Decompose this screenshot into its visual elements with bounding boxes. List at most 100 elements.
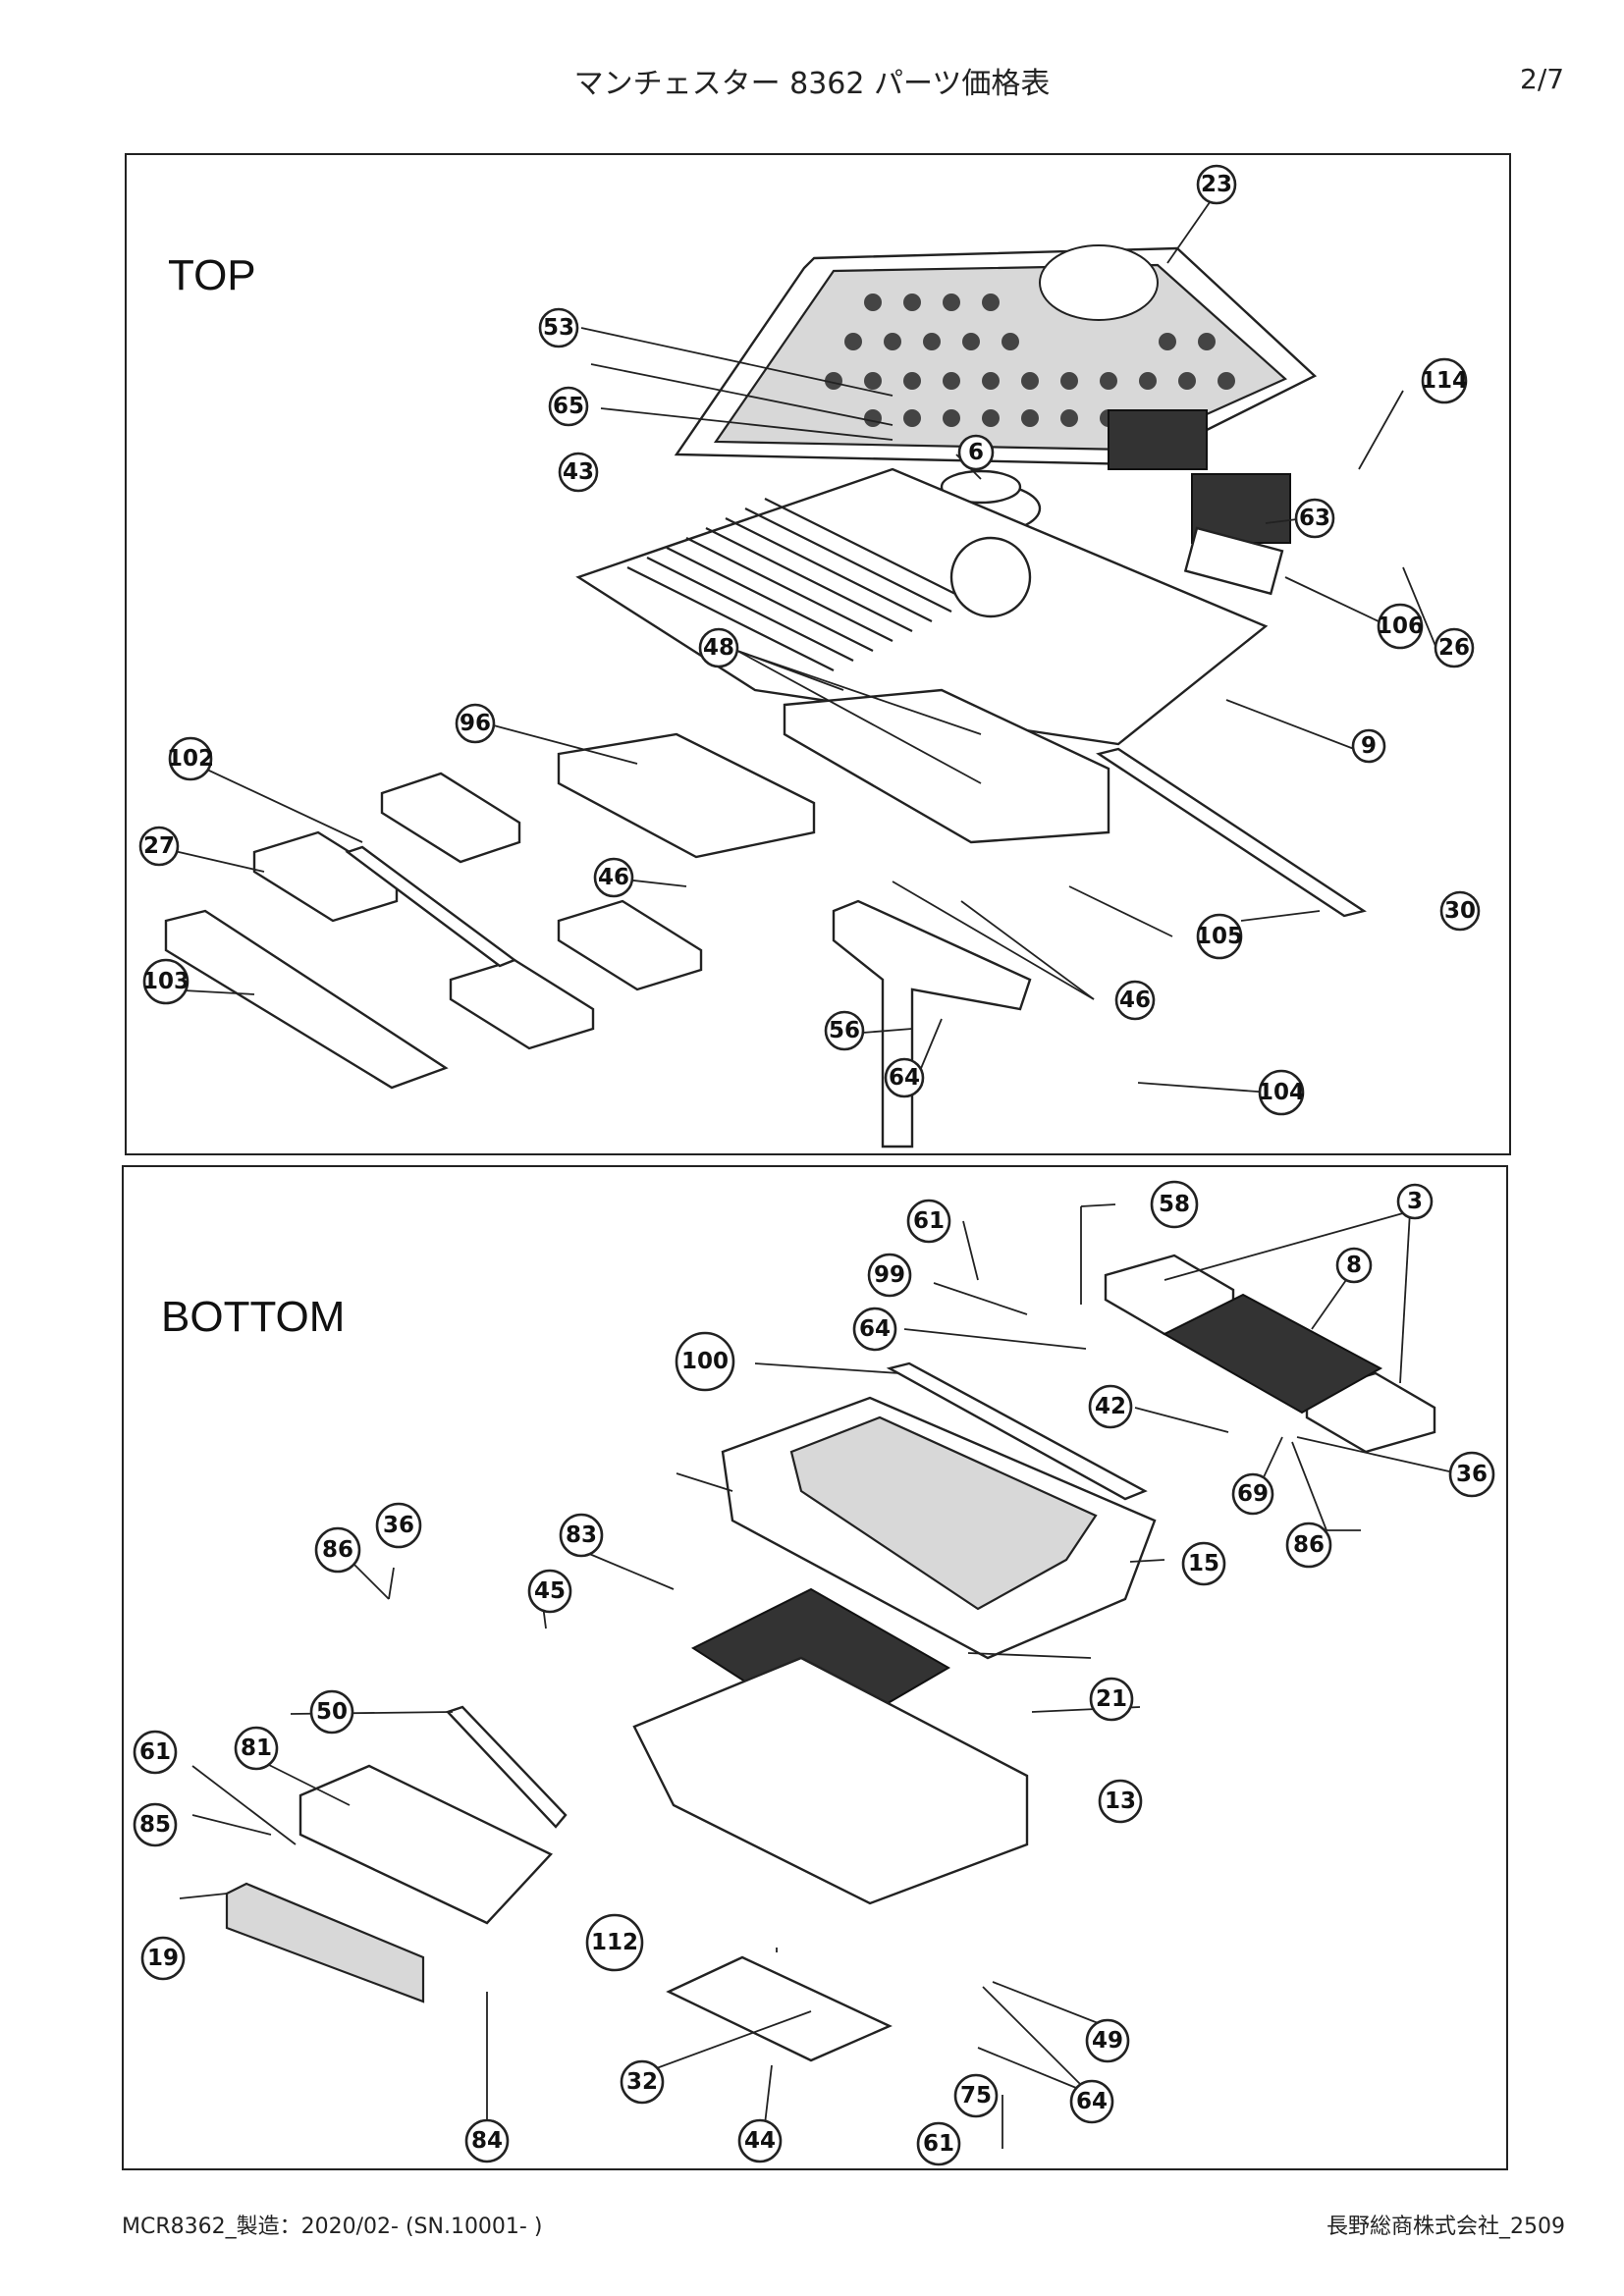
callout: 61 [906, 1199, 951, 1244]
callout: 53 [538, 307, 579, 348]
page-title: マンチェスター 8362 パーツ価格表 [573, 67, 1051, 101]
drawer-81 [298, 1764, 553, 1925]
callout: 48 [698, 627, 739, 668]
callout: 36 [1448, 1451, 1495, 1498]
pad-upper-left [380, 772, 521, 864]
svg-text:46: 46 [598, 865, 629, 890]
svg-text:63: 63 [1299, 506, 1330, 531]
svg-text:114: 114 [1421, 368, 1468, 394]
svg-text:106: 106 [1377, 614, 1424, 639]
top-exploded-view: TOP [125, 153, 1511, 1155]
callout: 96 [455, 703, 496, 744]
svg-text:64: 64 [1076, 2089, 1108, 2114]
callout: 21 [1089, 1677, 1134, 1722]
page-number: 2/7 [1520, 63, 1565, 95]
svg-text:105: 105 [1196, 924, 1243, 949]
callout: 46 [593, 857, 634, 898]
svg-text:26: 26 [1438, 635, 1470, 661]
callout: 105 [1196, 913, 1243, 960]
svg-text:6: 6 [968, 440, 984, 465]
svg-text:96: 96 [460, 711, 491, 736]
callout: 69 [1231, 1472, 1274, 1516]
callout: 30 [1439, 890, 1481, 932]
svg-text:86: 86 [1293, 1532, 1325, 1558]
callout: 75 [953, 2073, 999, 2118]
circuit-board [783, 688, 1110, 844]
callout: 84 [464, 2118, 510, 2163]
svg-text:112: 112 [591, 1930, 638, 1955]
callout: 106 [1377, 603, 1424, 650]
callout: 8 [1335, 1247, 1373, 1284]
callout: 19 [140, 1936, 186, 1981]
callout: 112 [585, 1913, 644, 1972]
svg-text:83: 83 [566, 1522, 597, 1548]
bracket-102 [345, 845, 517, 968]
svg-text:99: 99 [874, 1262, 905, 1288]
callout: 83 [559, 1513, 604, 1558]
svg-text:85: 85 [139, 1812, 171, 1838]
svg-text:45: 45 [534, 1578, 566, 1604]
callout: 85 [133, 1802, 178, 1847]
callout: 36 [375, 1502, 422, 1549]
heatsink-base [575, 467, 1269, 746]
svg-text:58: 58 [1159, 1192, 1190, 1217]
plate-32 [666, 1955, 893, 2062]
panel-50 [445, 1705, 568, 1829]
svg-text:3: 3 [1407, 1189, 1423, 1214]
callout: 23 [1196, 164, 1237, 205]
callout: 102 [167, 736, 214, 781]
svg-text:49: 49 [1092, 2028, 1123, 2054]
svg-text:15: 15 [1188, 1551, 1219, 1576]
svg-text:8: 8 [1346, 1253, 1362, 1278]
pad-middle [557, 899, 703, 991]
bottom-diagram: 61 58 3 99 8 64 100 42 36 69 86 86 36 83… [133, 1180, 1495, 2166]
svg-text:53: 53 [543, 315, 574, 341]
plate-106 [1183, 526, 1284, 596]
svg-text:46: 46 [1119, 988, 1151, 1013]
callout: 61 [133, 1730, 178, 1775]
callout: 46 [1114, 980, 1156, 1021]
rod-30 [1096, 747, 1367, 918]
footer-company: 長野総商株式会社_2509 [1326, 2215, 1565, 2239]
grille-top-plate [674, 244, 1318, 466]
callout: 99 [867, 1253, 912, 1298]
svg-text:100: 100 [681, 1349, 729, 1374]
callout: 45 [527, 1569, 572, 1614]
svg-text:102: 102 [167, 746, 214, 772]
svg-text:13: 13 [1105, 1789, 1136, 1814]
svg-text:50: 50 [316, 1699, 348, 1725]
callout: 15 [1181, 1541, 1226, 1586]
bottom-leader-lines [179, 1203, 1450, 2149]
svg-text:36: 36 [1456, 1462, 1488, 1487]
callout: 64 [884, 1057, 925, 1098]
callout: 64 [852, 1307, 897, 1352]
grille-8 [1162, 1293, 1383, 1415]
bottom-view-label: BOTTOM [161, 1293, 346, 1341]
callout: 26 [1434, 627, 1475, 668]
base-tray-13 [632, 1656, 1029, 1905]
callout: 13 [1098, 1779, 1143, 1824]
svg-text:81: 81 [241, 1735, 272, 1761]
svg-text:65: 65 [553, 394, 584, 419]
callout: 6 [957, 434, 995, 471]
callout: 56 [824, 1010, 865, 1051]
callout: 81 [234, 1726, 279, 1771]
callout: 86 [1285, 1522, 1332, 1569]
svg-text:61: 61 [913, 1208, 945, 1234]
callout: 58 [1150, 1180, 1199, 1229]
callout: 64 [1069, 2079, 1114, 2124]
svg-text:86: 86 [322, 1537, 353, 1563]
callout: 61 [916, 2121, 961, 2166]
svg-text:84: 84 [471, 2128, 503, 2154]
svg-text:69: 69 [1237, 1481, 1269, 1507]
svg-text:61: 61 [139, 1739, 171, 1765]
callout: 104 [1258, 1069, 1305, 1116]
svg-text:32: 32 [626, 2069, 658, 2095]
svg-text:64: 64 [859, 1316, 891, 1342]
top-diagram: 23 53 65 43 6 114 63 106 26 48 9 96 102 … [138, 164, 1481, 1148]
callout: 50 [309, 1689, 354, 1735]
top-view-label: TOP [168, 251, 256, 299]
svg-text:30: 30 [1444, 898, 1476, 924]
svg-text:27: 27 [143, 833, 175, 859]
svg-text:104: 104 [1258, 1080, 1305, 1105]
